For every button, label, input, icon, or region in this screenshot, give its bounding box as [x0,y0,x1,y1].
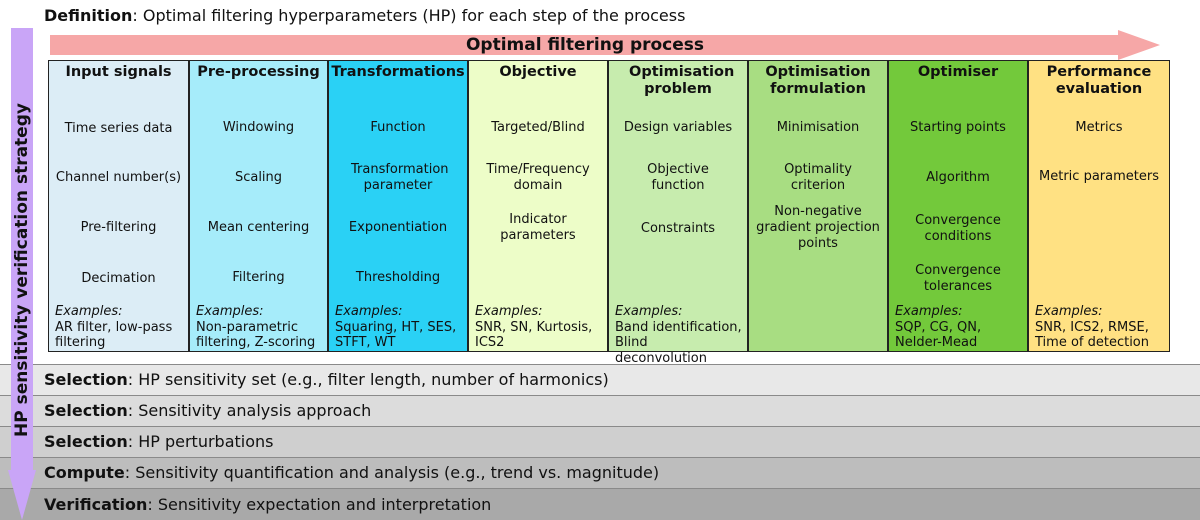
column-objective: Objective Targeted/Blind Time/Frequency … [468,60,608,352]
examples-label: Examples: [1035,304,1103,319]
column-examples: Examples:AR filter, low-pass filtering [55,304,184,351]
step-label: Selection [44,432,128,451]
column-examples: Examples:SNR, ICS2, RMSE, Time of detect… [1035,304,1165,351]
process-arrow [50,30,1160,60]
column-item: Indicator parameters [500,212,576,243]
step-text: : Sensitivity expectation and interpreta… [147,494,492,514]
strategy-arrow [8,28,36,520]
examples-label: Examples: [895,304,963,319]
column-item: Objective function [647,162,709,193]
examples-text: SNR, SN, Kurtosis, ICS2 [475,319,593,351]
column-item: Time/Frequency domain [486,162,590,193]
column-item: Channel number(s) [55,170,182,185]
examples-text: SNR, ICS2, RMSE, Time of detection [1035,319,1150,351]
column-title: Optimiser [917,64,999,80]
column-input-signals: Input signals Time series data Channel n… [48,60,189,352]
step-text: : HP sensitivity set (e.g., filter lengt… [127,370,609,389]
step-text: : Sensitivity quantification and analysi… [124,463,660,482]
column-optimiser: Optimiser Starting points Algorithm Conv… [888,60,1028,352]
column-examples: Examples:SQP, CG, QN, Nelder-Mead [895,304,1023,351]
column-item: Targeted/Blind [491,120,585,135]
examples-text: Squaring, HT, SES, STFT, WT [335,319,457,351]
column-title: Optimisation problem [629,64,735,97]
step-band-hp-set: Selection: HP sensitivity set (e.g., fil… [0,364,1200,395]
column-item: Algorithm [926,170,990,185]
examples-text: Non-parametric filtering, Z-scoring [196,319,316,351]
step-band-approach: Selection: Sensitivity analysis approach [0,395,1200,426]
examples-text: Band identification, Blind deconvolution [615,319,742,366]
step-label: Compute [44,463,125,482]
examples-label: Examples: [196,304,264,319]
column-item: Optimality criterion [784,162,852,193]
column-item: Decimation [81,271,156,286]
column-pre-processing: Pre-processing Windowing Scaling Mean ce… [189,60,328,352]
column-item: Design variables [623,120,733,135]
column-item: Constraints [640,221,716,236]
column-title: Input signals [65,64,172,80]
column-item: Mean centering [207,220,310,235]
column-item: Filtering [232,270,285,285]
column-title: Performance evaluation [1046,64,1152,97]
column-examples: Examples:Band identification, Blind deco… [615,304,743,366]
column-item: Minimisation [776,120,860,135]
column-item: Windowing [222,120,295,135]
step-text: : HP perturbations [127,432,274,451]
step-label: Selection [44,401,128,420]
column-item: Convergence conditions [915,213,1001,244]
column-title: Transformations [331,64,465,80]
column-optimisation-problem: Optimisation problem Design variables Ob… [608,60,748,366]
column-examples: Examples:Squaring, HT, SES, STFT, WT [335,304,463,351]
step-band-verification: Verification: Sensitivity expectation an… [0,488,1200,520]
examples-label: Examples: [55,304,123,319]
column-performance-evaluation: Performance evaluation Metrics Metric pa… [1028,60,1170,352]
column-item: Scaling [234,170,283,185]
column-item: Metric parameters [1039,169,1159,184]
strategy-title: HP sensitivity verification strategy [12,103,32,437]
column-title: Pre-processing [197,64,320,80]
column-item: Convergence tolerances [915,263,1001,294]
definition-text: : Optimal filtering hyperparameters (HP)… [132,6,686,25]
process-title: Optimal filtering process [465,35,705,55]
step-text: : Sensitivity analysis approach [127,401,372,420]
column-item: Non-negative gradient projection points [756,204,880,251]
examples-text: AR filter, low-pass filtering [55,319,173,351]
column-examples: Examples:SNR, SN, Kurtosis, ICS2 [475,304,603,351]
examples-text: SQP, CG, QN, Nelder-Mead [895,319,982,351]
examples-label: Examples: [335,304,403,319]
column-item: Thresholding [355,270,441,285]
column-item: Time series data [64,121,173,136]
column-transformations: Transformations Function Transformation … [328,60,468,352]
examples-label: Examples: [615,304,683,319]
column-item: Starting points [910,120,1006,135]
column-title: Optimisation formulation [765,64,871,97]
definition-label: Definition [44,6,133,25]
column-item: Pre-filtering [80,220,157,235]
column-item: Exponentiation [348,220,448,235]
column-optimisation-formulation: Optimisation formulation Minimisation Op… [748,60,888,352]
step-band-compute: Compute: Sensitivity quantification and … [0,457,1200,488]
step-band-perturbations: Selection: HP perturbations [0,426,1200,457]
column-examples: Examples:Non-parametric filtering, Z-sco… [196,304,323,351]
examples-label: Examples: [475,304,543,319]
column-title: Objective [499,64,577,80]
step-label: Verification [44,494,148,514]
column-item: Metrics [1075,120,1123,135]
column-item: Function [370,120,426,135]
step-label: Selection [44,370,128,389]
column-item: Transformation parameter [351,162,449,193]
